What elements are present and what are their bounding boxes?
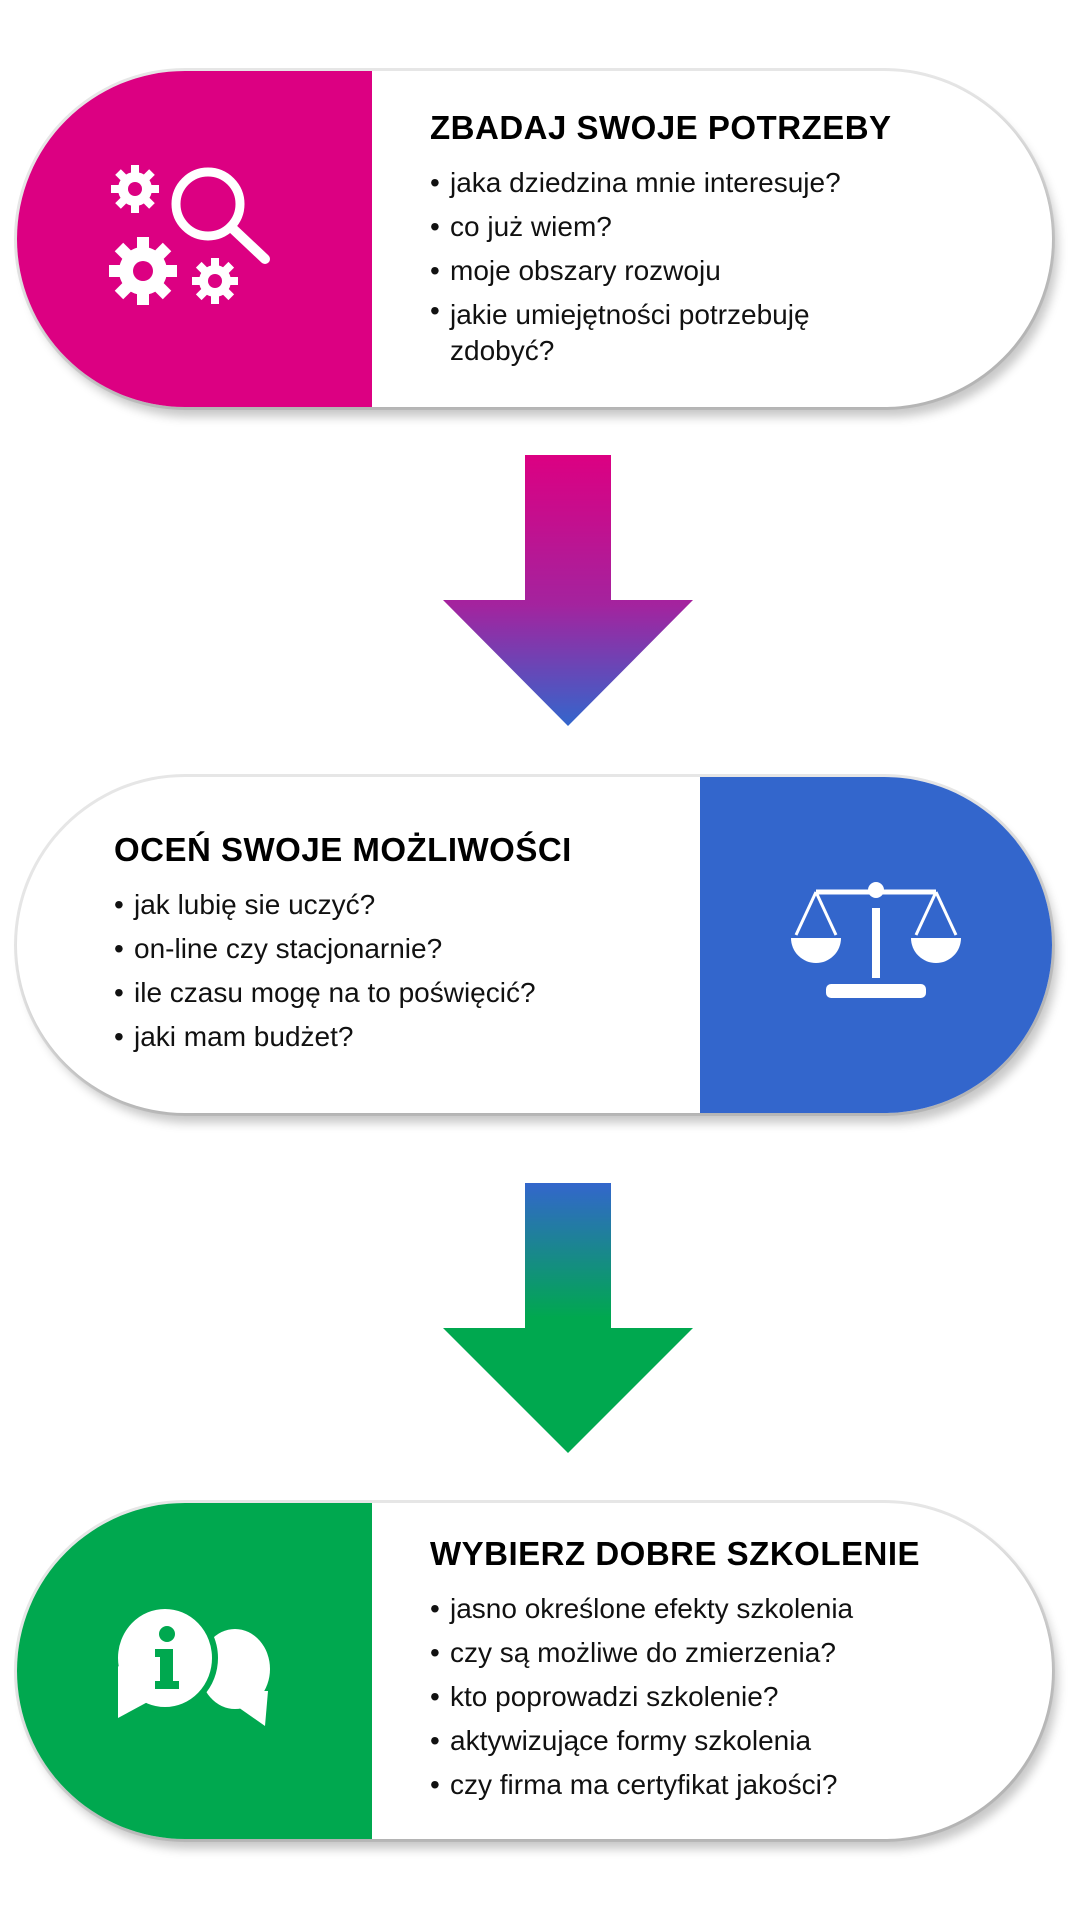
step-2-card: OCEŃ SWOJE MOŻLIWOŚCI jak lubię sie uczy… — [17, 777, 1052, 1113]
list-item: moje obszary rozwoju — [430, 249, 920, 293]
step-3-title: WYBIERZ DOBRE SZKOLENIE — [430, 1535, 921, 1572]
down-arrow-2 — [443, 1183, 693, 1453]
list-item: czy są możliwe do zmierzenia? — [430, 1631, 920, 1675]
step-1-card: ZBADAJ SWOJE POTRZEBY jaka dziedzina mni… — [17, 71, 1052, 407]
list-item: jaka dziedzina mnie interesuje? — [430, 161, 920, 205]
list-item: jaki mam budżet? — [114, 1015, 572, 1059]
step-3-list: jasno określone efekty szkolenia czy są … — [430, 1587, 920, 1807]
step-1-icon-panel — [17, 71, 372, 407]
list-item: jasno określone efekty szkolenia — [430, 1587, 920, 1631]
scales-icon — [791, 882, 961, 998]
step-2-icon-panel — [700, 777, 1052, 1113]
step-1-list: jaka dziedzina mnie interesuje? co już w… — [430, 161, 920, 369]
step-1-content: ZBADAJ SWOJE POTRZEBY jaka dziedzina mni… — [430, 71, 920, 407]
list-item: on-line czy stacjonarnie? — [114, 927, 572, 971]
down-arrow-1 — [443, 455, 693, 726]
step-2-content: OCEŃ SWOJE MOŻLIWOŚCI jak lubię sie uczy… — [114, 777, 572, 1113]
list-item: kto poprowadzi szkolenie? — [430, 1675, 920, 1719]
step-3-card: WYBIERZ DOBRE SZKOLENIE jasno określone … — [17, 1503, 1052, 1839]
list-item: czy firma ma certyfikat jakości? — [430, 1763, 920, 1807]
list-item: jakie umiejętności potrzebuję zdobyć? — [430, 293, 920, 369]
step-2-list: jak lubię sie uczyć? on-line czy stacjon… — [114, 883, 572, 1059]
step-3-icon-panel — [17, 1503, 372, 1839]
info-chat-bubbles-icon — [111, 1606, 270, 1726]
step-1-title: ZBADAJ SWOJE POTRZEBY — [430, 109, 892, 146]
list-item: ile czasu mogę na to poświęcić? — [114, 971, 572, 1015]
list-item: aktywizujące formy szkolenia — [430, 1719, 920, 1763]
list-item: co już wiem? — [430, 205, 920, 249]
gears-magnifier-icon — [108, 165, 270, 305]
step-3-content: WYBIERZ DOBRE SZKOLENIE jasno określone … — [430, 1503, 920, 1839]
list-item: jak lubię sie uczyć? — [114, 883, 572, 927]
step-2-title: OCEŃ SWOJE MOŻLIWOŚCI — [114, 831, 572, 868]
